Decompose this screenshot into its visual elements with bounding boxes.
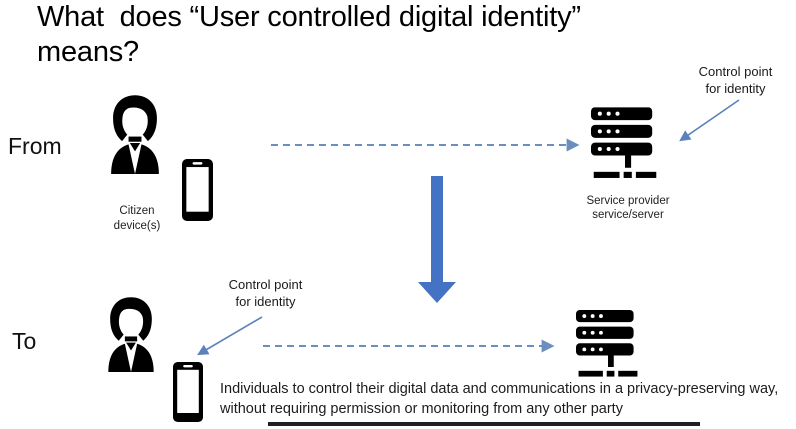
big-down-arrow [418,176,456,303]
bottom-edge-bar [268,422,700,426]
page-title: What does “User controlled digital ident… [37,1,581,68]
individual-person-icon [100,296,162,372]
citizen-phone-icon [182,159,213,221]
other-party-server-icon [576,310,640,383]
summary-text: Individuals to control their digital dat… [220,381,779,417]
citizen-device-caption: Citizen device(s) [113,205,161,232]
control-pointer-arrow-top [679,99,740,142]
service-provider-server-icon [591,107,659,185]
to-label: To [12,328,37,354]
service-provider-caption: Service provider service/server [586,195,670,221]
control-pointer-arrow-bottom [197,316,263,356]
from-label: From [8,133,62,159]
control-point-top-label: Control point for identity [698,64,773,96]
individual-phone-icon [173,362,203,422]
control-point-bottom-label: Control point for identity [228,277,303,309]
citizen-person-icon [101,94,169,174]
